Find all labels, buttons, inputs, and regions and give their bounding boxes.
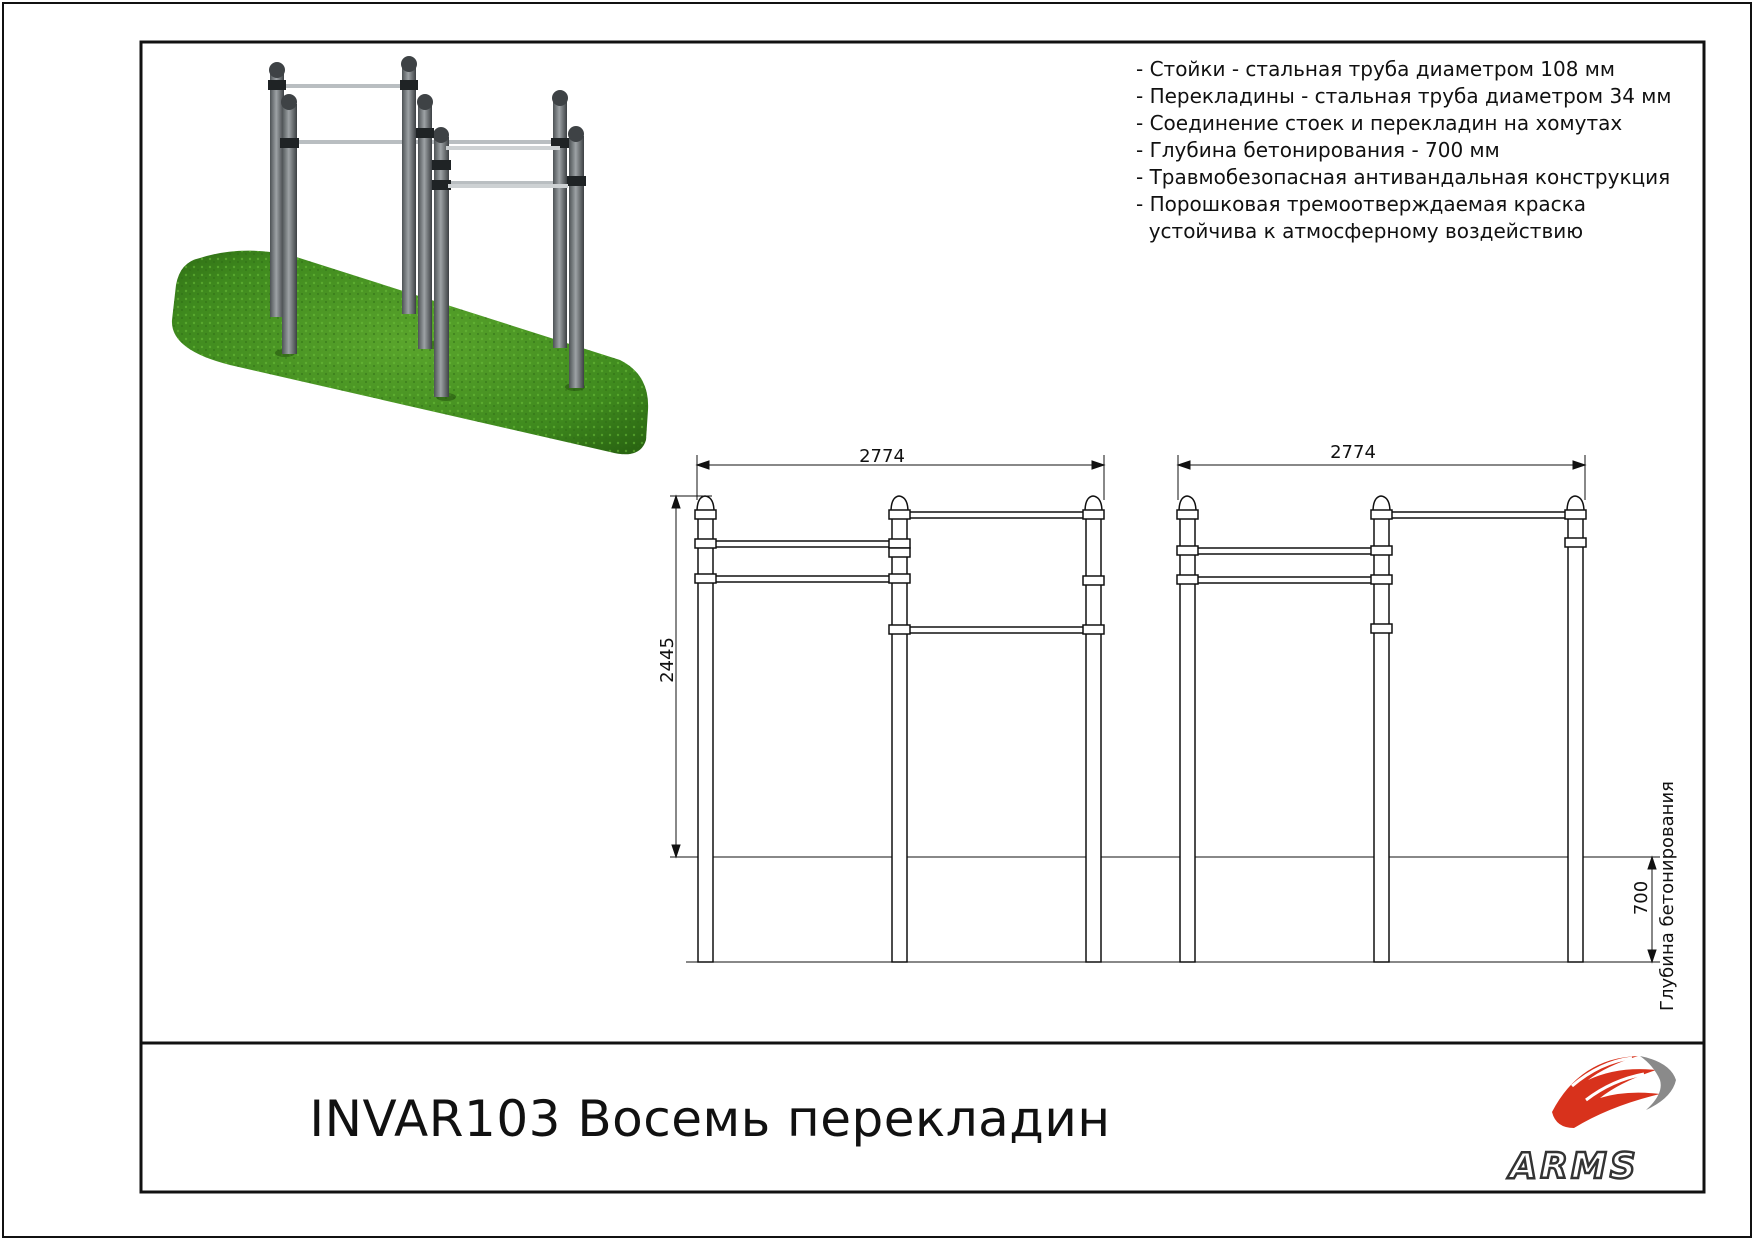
logo-text: ARMS [1506, 1146, 1638, 1187]
arms-logo: ARMS [1505, 1056, 1676, 1188]
spec-item: устойчива к атмосферному воздействию [1136, 219, 1584, 243]
spec-item: - Стойки - стальная труба диаметром 108 … [1136, 57, 1615, 81]
dim-width-right-label: 2774 [1330, 442, 1376, 463]
dim-height [670, 494, 712, 859]
spec-item: - Глубина бетонирования - 700 мм [1136, 138, 1500, 162]
dim-depth [1590, 855, 1660, 964]
drawing-title: INVAR103 Восемь перекладин [309, 1090, 1111, 1148]
spec-item: - Соединение стоек и перекладин на хомут… [1136, 111, 1623, 135]
elevation-drawing [670, 455, 1660, 964]
depth-caption: Глубина бетонирования [1657, 781, 1678, 1011]
dim-height-label: 2445 [657, 637, 678, 683]
product-3d-render [171, 56, 649, 455]
spec-item: - Порошковая тремоотверждаемая краска [1136, 192, 1586, 216]
spec-item: - Перекладины - стальная труба диаметром… [1136, 84, 1672, 108]
spec-list: - Стойки - стальная труба диаметром 108 … [1136, 56, 1671, 245]
dim-width-right [1176, 455, 1587, 500]
dim-width-left [695, 455, 1106, 500]
spec-item: - Травмобезопасная антивандальная констр… [1136, 165, 1671, 189]
dim-depth-label: 700 [1631, 881, 1652, 915]
render-poles [270, 66, 584, 397]
clamps [694, 509, 1587, 635]
drawing-frame [139, 40, 1706, 1194]
dim-width-left-label: 2774 [859, 446, 905, 467]
